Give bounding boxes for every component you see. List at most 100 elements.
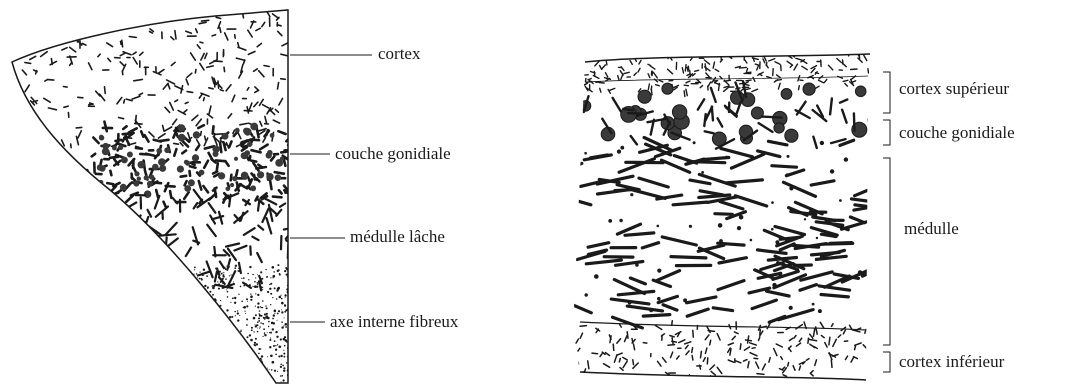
axis-fibre-dot [235, 376, 236, 377]
cortex-hypha [278, 83, 279, 90]
axis-fibre-dot [281, 321, 283, 323]
axis-fibre-dot [281, 302, 284, 305]
medulla-hypha [768, 141, 787, 145]
axis-fibre-dot [246, 324, 248, 326]
axis-fibre-dot [258, 317, 260, 319]
medulla-hypha [588, 243, 609, 248]
axis-fibre-dot [195, 352, 197, 354]
upper-cortex-hypha [639, 61, 641, 65]
axis-fibre-dot [284, 345, 286, 347]
gonidial-hypha [613, 98, 621, 112]
axis-fibre-dot [273, 345, 275, 347]
axis-fibre-dot [212, 294, 214, 296]
lower-cortex-hypha [832, 324, 834, 327]
upper-cortex-hypha [654, 73, 658, 78]
alga-cell [99, 165, 105, 171]
axis-fibre-dot [277, 344, 278, 345]
upper-cortex-hypha [624, 72, 629, 73]
medulla-hypha [713, 308, 732, 311]
cortex-hypha [220, 90, 223, 91]
gonidial-hypha [110, 157, 118, 158]
medulla-dot [820, 141, 824, 145]
medulla-dot [725, 156, 727, 158]
cortex-hypha [25, 18, 28, 21]
gonidial-hypha [237, 183, 238, 188]
alga-cell [121, 157, 128, 164]
lower-cortex-hypha [815, 360, 817, 365]
gonidial-hypha [759, 123, 773, 132]
axis-fibre-dot [257, 294, 259, 296]
axis-fibre-dot [230, 329, 232, 331]
axis-fibre-dot [224, 359, 226, 361]
upper-cortex-hypha [686, 81, 690, 83]
lower-cortex-hypha [643, 343, 647, 344]
upper-cortex-hypha [682, 68, 683, 73]
axis-fibre-dot [249, 284, 251, 286]
lower-cortex-hypha [806, 359, 809, 361]
right-medulla-texture [551, 138, 889, 328]
lower-cortex-hypha [734, 332, 738, 334]
axis-fibre-dot [281, 309, 282, 310]
axis-fibre-dot [229, 275, 230, 276]
axis-fibre-dot [219, 319, 221, 321]
axis-fibre-dot [235, 365, 237, 367]
alga-cell [257, 171, 264, 178]
axis-fibre-dot [226, 335, 228, 337]
lower-cortex-hypha [829, 337, 830, 345]
gonidial-hypha [156, 190, 158, 198]
axis-fibre-dot [198, 367, 200, 369]
medulla-dot [789, 186, 793, 190]
alga-cell [134, 171, 139, 176]
medulla-dot [750, 239, 753, 242]
axis-fibre-dot [235, 315, 236, 316]
cortex-hypha [289, 45, 293, 50]
upper-cortex-hypha [787, 61, 792, 65]
axis-fibre-dot [283, 353, 285, 355]
axis-fibre-dot [231, 369, 233, 371]
gonidial-hypha [842, 110, 847, 123]
axis-fibre-dot [277, 270, 279, 272]
axis-fibre-dot [213, 302, 215, 304]
axis-fibre-dot [243, 285, 245, 287]
axis-fibre-dot [194, 346, 195, 347]
upper-cortex-hypha [659, 80, 663, 82]
axis-fibre-dot [257, 328, 258, 329]
axis-fibre-dot [270, 338, 271, 339]
axis-fibre-dot [230, 343, 232, 345]
axis-fibre-dot [194, 269, 195, 270]
gonidial-hypha [273, 197, 282, 198]
axis-fibre-dot [222, 369, 225, 372]
axis-fibre-dot [227, 362, 228, 363]
axis-fibre-dot [242, 381, 244, 383]
axis-fibre-dot [235, 351, 238, 354]
axis-fibre-dot [194, 291, 195, 292]
axis-fibre-dot [259, 365, 261, 367]
axis-fibre-dot [258, 353, 260, 355]
axis-fibre-dot [245, 372, 247, 374]
cortex-hypha [124, 100, 125, 103]
axis-fibre-dot [197, 277, 198, 278]
axis-fibre-dot [257, 284, 258, 285]
lower-cortex-hypha [814, 346, 818, 348]
lower-cortex-hypha [825, 343, 827, 348]
upper-cortex-hypha [843, 80, 848, 81]
axis-fibre-dot [204, 345, 206, 347]
axis-fibre-dot [248, 279, 249, 280]
lower-cortex-hypha [623, 361, 627, 368]
axis-fibre-dot [215, 353, 218, 356]
medulla-hypha [137, 267, 144, 273]
lower-cortex-hypha [592, 353, 598, 354]
medulla-hypha [561, 300, 592, 313]
axis-fibre-dot [194, 364, 196, 366]
axis-fibre-dot [272, 361, 275, 364]
medulla-dot [693, 141, 696, 144]
axis-fibre-dot [261, 286, 263, 288]
axis-fibre-dot [267, 291, 269, 293]
upper-cortex-hypha [811, 68, 815, 72]
lower-cortex-hypha [783, 367, 785, 369]
medulla-dot [689, 225, 692, 228]
alga-cell [120, 184, 127, 191]
upper-cortex-hypha [851, 69, 857, 70]
upper-cortex-hypha [599, 83, 604, 84]
upper-cortex-hypha [602, 65, 606, 69]
